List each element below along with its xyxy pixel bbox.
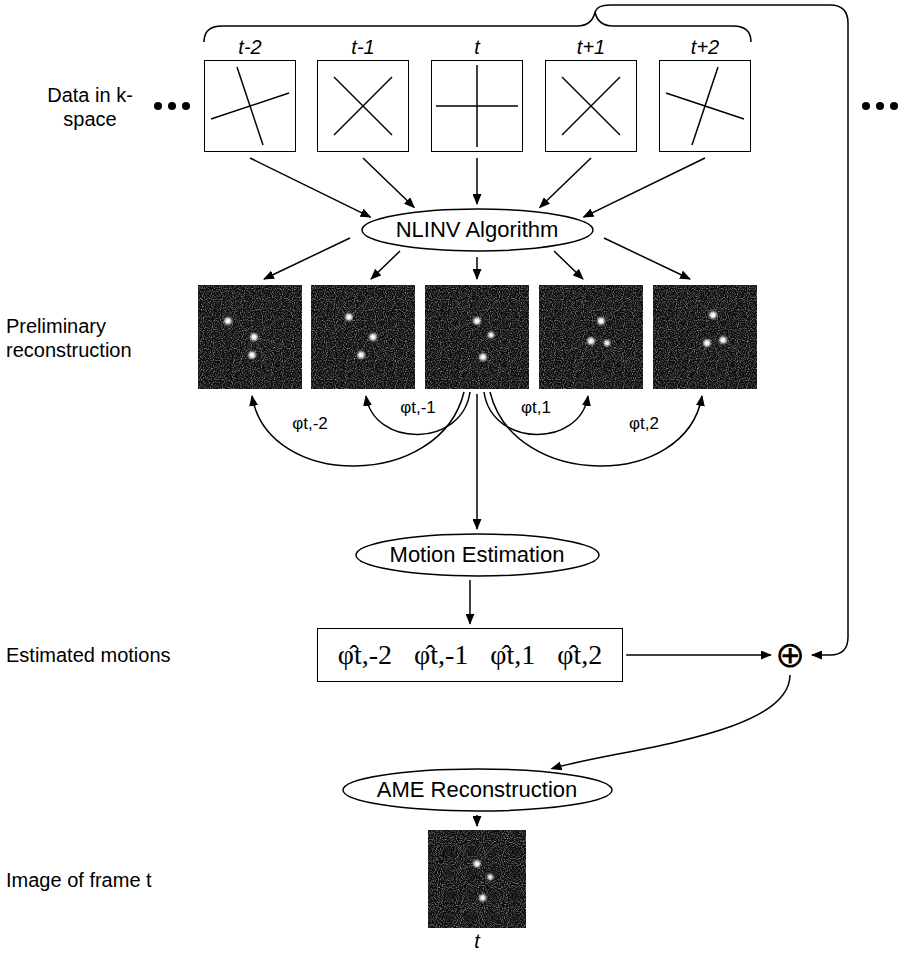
motion-label: φt,-1 bbox=[398, 398, 438, 418]
recon-image bbox=[198, 285, 302, 389]
kspace-frame: t bbox=[431, 60, 523, 152]
motion-label: φt,-2 bbox=[290, 414, 330, 434]
kspace-frame: t+2 bbox=[659, 60, 751, 152]
sum-symbol: ⊕ bbox=[775, 637, 805, 673]
kspace-frame: t-1 bbox=[317, 60, 409, 152]
node-text: t bbox=[474, 930, 480, 952]
connector-arrow bbox=[476, 815, 478, 826]
node-text: ⊕ bbox=[775, 637, 805, 673]
process-ellipse: NLINV Algorithm bbox=[361, 208, 594, 252]
connector-arrow bbox=[626, 654, 771, 656]
node-text: NLINV Algorithm bbox=[396, 217, 559, 243]
connector-arrow bbox=[363, 158, 414, 207]
node-text: AME Reconstruction bbox=[377, 777, 578, 803]
node-text: t-1 bbox=[351, 36, 374, 58]
node-text: t-2 bbox=[238, 36, 261, 58]
recon-image bbox=[311, 285, 415, 389]
kspace-frame: t+1 bbox=[545, 60, 637, 152]
process-ellipse: Motion Estimation bbox=[355, 533, 600, 577]
ellipse-shape bbox=[356, 534, 599, 576]
connector-arrow bbox=[250, 158, 371, 217]
connector-arrow bbox=[476, 158, 478, 204]
motion-label: φt,2 bbox=[627, 414, 661, 434]
node-text: Motion Estimation bbox=[390, 542, 565, 568]
kspace-spokes bbox=[211, 65, 744, 147]
motion-box: φ̂t,-2 φ̂t,-1 φ̂t,1 φ̂t,2 bbox=[317, 628, 623, 682]
recon-image bbox=[539, 285, 643, 389]
ellipse-shape bbox=[362, 209, 593, 251]
row-label: Image of frame t bbox=[6, 868, 152, 892]
node-text: φ̂t,1 bbox=[490, 637, 535, 673]
node-text: φ̂t,-1 bbox=[414, 637, 468, 673]
ellipsis-dots bbox=[154, 102, 898, 110]
output-frame: t bbox=[428, 830, 526, 928]
connector-arrow bbox=[584, 158, 706, 217]
node-text: φ̂t,-2 bbox=[338, 637, 392, 673]
motion-label: φt,1 bbox=[519, 398, 553, 418]
row-label: Preliminary reconstruction bbox=[6, 314, 181, 362]
connector-arrow bbox=[540, 158, 591, 207]
ellipse-shape bbox=[343, 769, 612, 811]
node-text: φ̂t,2 bbox=[557, 637, 602, 673]
node-text: t bbox=[474, 36, 480, 58]
node-text: t+2 bbox=[691, 36, 719, 58]
process-ellipse: AME Reconstruction bbox=[342, 768, 613, 812]
node-text: t+1 bbox=[577, 36, 605, 58]
motion-arcs bbox=[252, 392, 702, 529]
row-label: Estimated motions bbox=[6, 643, 171, 667]
row-label: Data in k-space bbox=[30, 83, 150, 131]
recon-image bbox=[425, 285, 529, 389]
recon-image bbox=[653, 285, 757, 389]
connector-arrow bbox=[552, 675, 790, 769]
kspace-frame: t-2 bbox=[204, 60, 296, 152]
connector-arrow bbox=[469, 580, 471, 624]
output-image bbox=[428, 830, 526, 928]
